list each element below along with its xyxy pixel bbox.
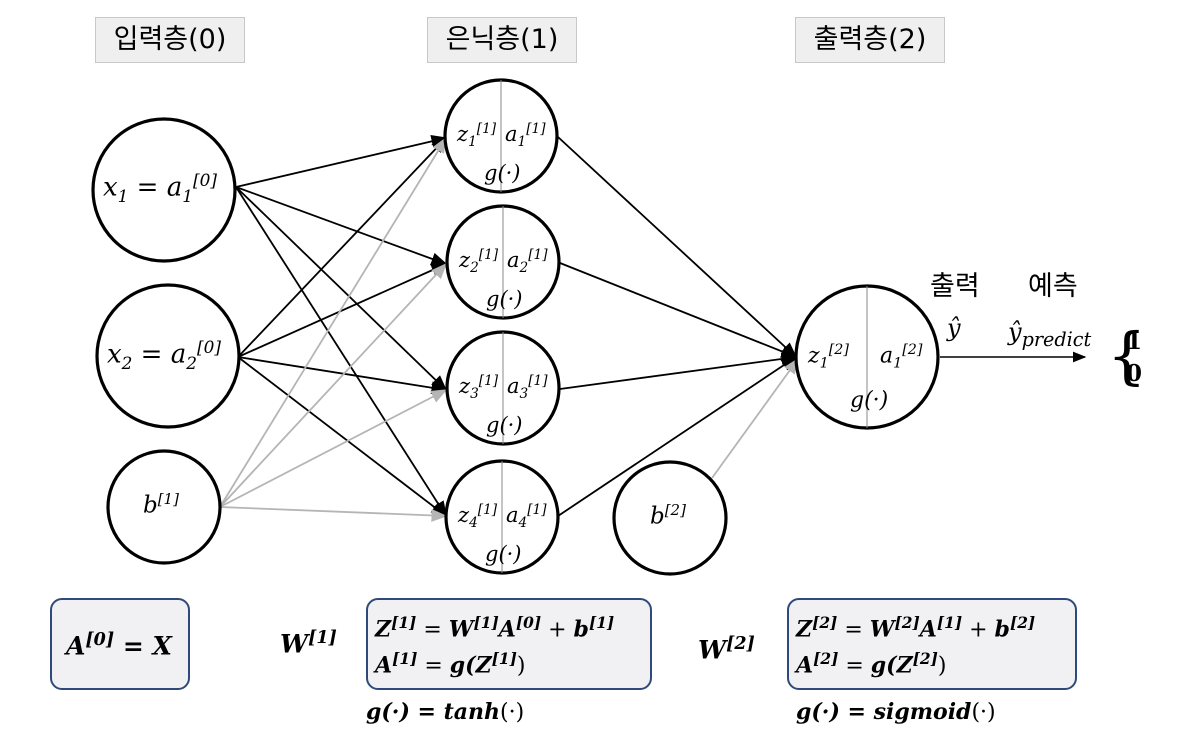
edge-x1-h3 xyxy=(235,186,448,392)
node-output-g: g(·) xyxy=(850,388,889,413)
node-output-z: z1[2] xyxy=(808,342,849,372)
predict-label: 예측 xyxy=(1028,271,1078,302)
hidden-equation-line1: Z[1] = W[1]A[0] + b[1] xyxy=(375,614,615,643)
prediction-brace: { xyxy=(1107,319,1147,392)
node-b1 xyxy=(106,449,222,565)
edge-h4-o1 xyxy=(557,356,798,517)
weight-w1: W[1] xyxy=(280,628,337,659)
output-equation-line2: A[2] = g(Z[2]) xyxy=(796,650,947,679)
edge-b1-h3 xyxy=(219,389,448,508)
edges-input-hidden xyxy=(235,135,448,518)
edge-h1-o1 xyxy=(557,136,798,359)
output-label: 출력 xyxy=(930,271,980,302)
edge-b1-h4 xyxy=(219,506,448,522)
node-x1 xyxy=(91,117,237,263)
hidden-node-shapes xyxy=(443,78,561,575)
edge-b2-o1 xyxy=(711,357,799,479)
node-h4-a: a4[1] xyxy=(506,502,547,532)
output-equation-box xyxy=(787,598,1077,690)
hidden-equation-box xyxy=(366,598,652,690)
prediction-value-1: 1 xyxy=(1126,328,1143,355)
edge-h2-o1 xyxy=(559,262,798,358)
node-h1-z: z1[1] xyxy=(457,121,497,151)
edges-bias1-hidden xyxy=(219,136,448,522)
node-h4-g: g(·) xyxy=(485,542,522,566)
node-x2-label: x2 = a2[0] xyxy=(107,337,221,373)
edge-x2-h1 xyxy=(237,136,448,358)
output-equation-line1: Z[2] = W[2]A[1] + b[2] xyxy=(796,614,1036,643)
node-x2 xyxy=(95,283,241,429)
node-b2-label: b[2] xyxy=(650,501,686,530)
hidden-equation-line2: A[1] = g(Z[1]) xyxy=(375,650,526,679)
node-b2 xyxy=(612,460,728,576)
edges-hidden-output xyxy=(557,136,798,517)
node-h2-g: g(·) xyxy=(486,287,523,311)
layer-label-hidden: 은닉층(1) xyxy=(427,17,577,63)
yhat-symbol: ŷ xyxy=(947,314,961,342)
edge-x2-h3 xyxy=(237,356,448,395)
yhat-predict-symbol: ŷpredict xyxy=(1008,318,1092,351)
node-h4-z: z4[1] xyxy=(458,502,498,532)
node-h3-a: a3[1] xyxy=(507,373,548,403)
node-output-a: a1[2] xyxy=(880,342,923,372)
node-h3-z: z3[1] xyxy=(459,373,499,403)
edge-x1-h4 xyxy=(235,186,447,518)
hidden-activation: g(·) = tanh(·) xyxy=(366,699,525,725)
input-equation-box xyxy=(50,598,190,690)
edge-b1-h1 xyxy=(219,136,447,508)
node-b1-label: b[1] xyxy=(143,490,179,519)
input-equation: A[0] = X xyxy=(66,630,172,661)
prediction-value-0: 0 xyxy=(1126,360,1143,387)
weight-w2: W[2] xyxy=(698,634,755,665)
node-h1-g: g(·) xyxy=(484,161,521,185)
edge-b1-h2 xyxy=(219,262,448,508)
edge-x1-h1 xyxy=(235,135,448,188)
layer-label-output: 출력층(2) xyxy=(795,17,945,63)
output-activation: g(·) = sigmoid(·) xyxy=(796,699,996,725)
node-h1-a: a1[1] xyxy=(505,121,546,151)
edge-x2-h4 xyxy=(237,356,448,517)
node-h3-g: g(·) xyxy=(486,413,523,437)
layer-label-input: 입력층(0) xyxy=(95,17,245,63)
edge-x1-h2 xyxy=(235,186,448,266)
edge-x2-h2 xyxy=(237,263,448,358)
node-h2-z: z2[1] xyxy=(459,247,499,277)
node-h2-a: a2[1] xyxy=(507,247,548,277)
edge-h3-o1 xyxy=(559,352,798,390)
node-x1-label: x1 = a1[0] xyxy=(103,170,217,206)
